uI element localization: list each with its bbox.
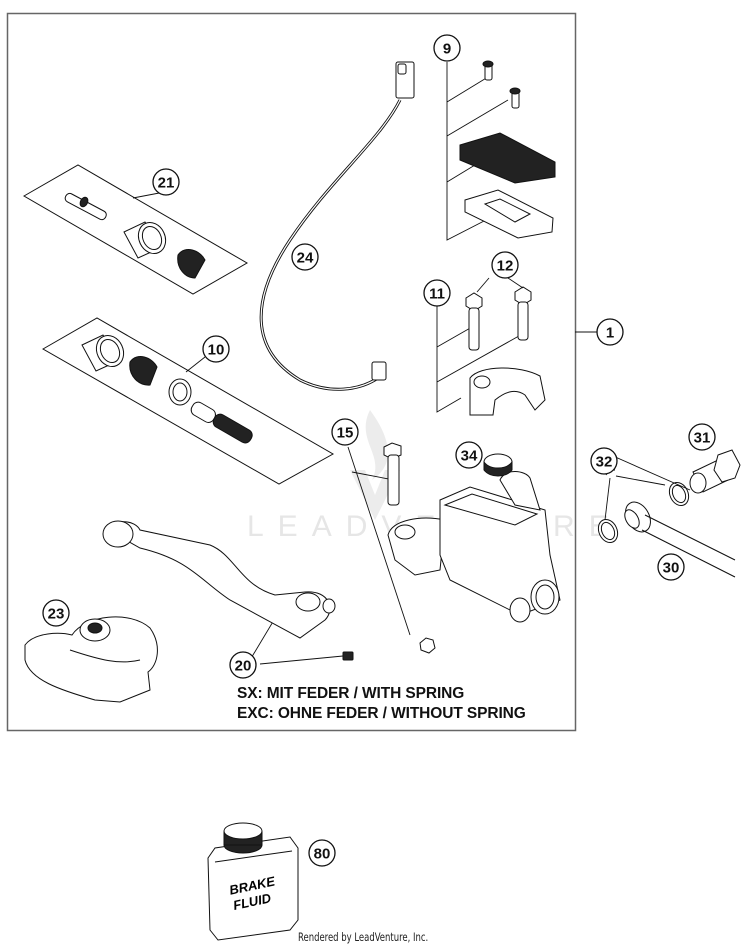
svg-text:32: 32 <box>596 454 613 471</box>
svg-text:34: 34 <box>461 448 478 465</box>
part-80-brake-fluid[interactable]: BRAKE FLUID <box>207 822 299 941</box>
svg-text:9: 9 <box>443 41 451 58</box>
callout-31[interactable]: 31 <box>688 423 716 451</box>
svg-text:15: 15 <box>337 425 354 442</box>
callout-24[interactable]: 24 <box>291 243 319 271</box>
callout-1[interactable]: 1 <box>596 318 624 346</box>
callout-15[interactable]: 15 <box>331 418 359 446</box>
part-23-lever-protector[interactable] <box>24 616 158 703</box>
part-20-brake-lever[interactable] <box>102 520 354 665</box>
part-15-pivot-bolt-nut[interactable] <box>347 442 436 654</box>
svg-text:12: 12 <box>497 258 514 275</box>
note-without-spring: EXC: OHNE FEDER / WITHOUT SPRING <box>237 705 526 722</box>
callout-9[interactable]: 9 <box>433 34 461 62</box>
svg-text:20: 20 <box>235 658 252 675</box>
footer-credit: Rendered by LeadVenture, Inc. <box>298 930 429 944</box>
svg-text:21: 21 <box>158 175 175 192</box>
part-32-sealing-washers[interactable] <box>595 469 692 546</box>
svg-text:23: 23 <box>48 606 65 623</box>
part-1-master-cylinder-body[interactable] <box>387 331 597 623</box>
part-31-banjo-bolt[interactable] <box>689 449 741 494</box>
callout-11[interactable]: 11 <box>423 279 451 307</box>
part-24-brake-light-switch[interactable] <box>259 61 415 391</box>
callout-10[interactable]: 10 <box>202 335 230 363</box>
part-30-brake-line[interactable] <box>620 498 736 578</box>
svg-text:1: 1 <box>606 325 614 342</box>
callout-30[interactable]: 30 <box>657 553 685 581</box>
assembly-frame <box>6 12 577 732</box>
svg-text:10: 10 <box>208 342 225 359</box>
callout-23[interactable]: 23 <box>42 599 70 627</box>
svg-text:30: 30 <box>663 560 680 577</box>
part-21-push-rod-kit[interactable] <box>22 164 249 295</box>
callout-21[interactable]: 21 <box>152 168 180 196</box>
callout-32[interactable]: 32 <box>590 447 618 475</box>
callout-20[interactable]: 20 <box>229 651 257 679</box>
svg-text:11: 11 <box>429 286 445 303</box>
part-11-12-clamp-bolts[interactable] <box>436 286 546 416</box>
callout-80[interactable]: 80 <box>308 839 336 867</box>
part-9-reservoir-cover-kit[interactable] <box>446 60 556 241</box>
note-with-spring: SX: MIT FEDER / WITH SPRING <box>237 685 465 702</box>
svg-text:24: 24 <box>297 250 314 267</box>
part-34-bleeder-plug[interactable] <box>483 453 513 477</box>
callout-12[interactable]: 12 <box>491 251 519 279</box>
part-10-piston-kit[interactable] <box>41 317 335 485</box>
svg-text:31: 31 <box>694 430 711 447</box>
callout-34[interactable]: 34 <box>455 441 483 469</box>
svg-text:80: 80 <box>314 846 331 863</box>
